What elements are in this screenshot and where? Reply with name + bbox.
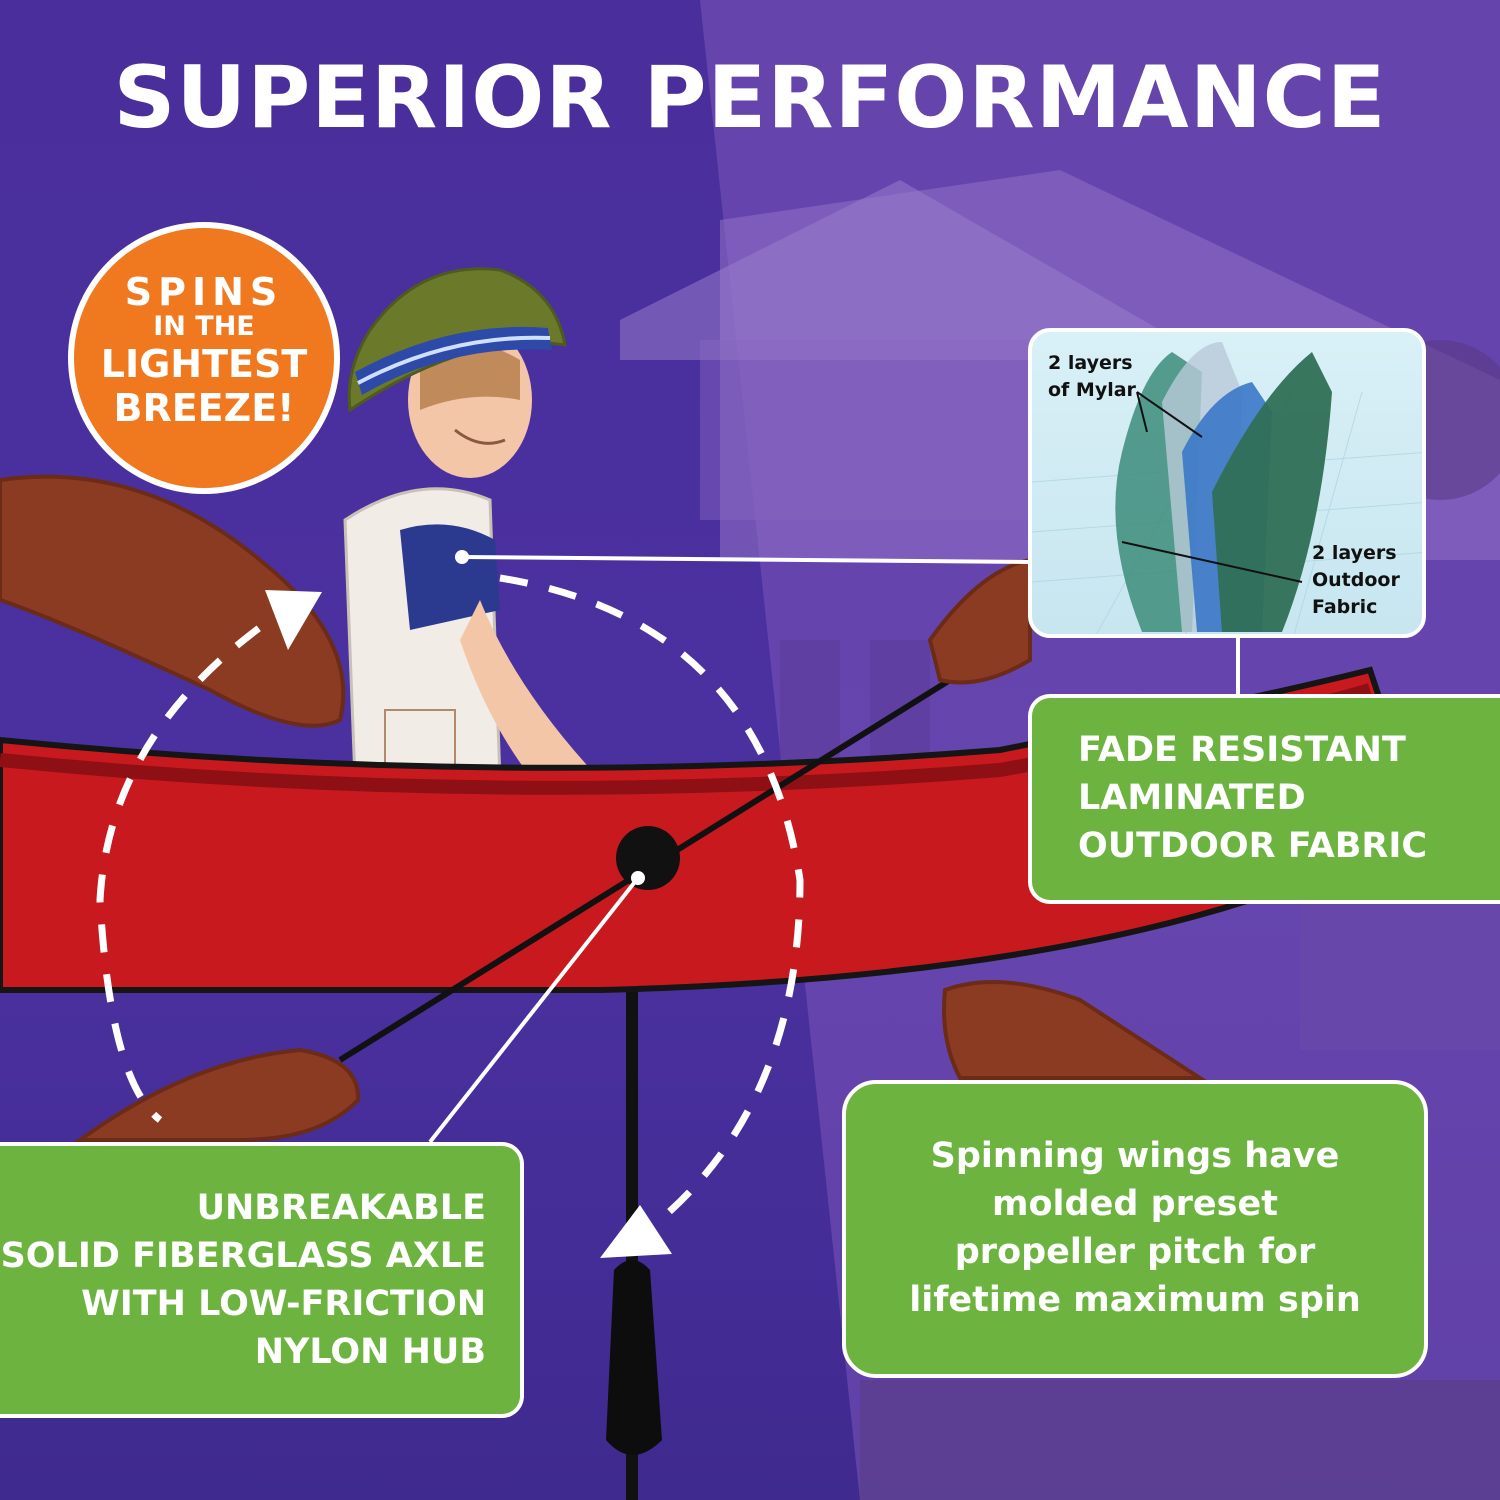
badge-line-1: SPINS [124,270,284,314]
outdoor-fabric-label: 2 layers Outdoor Fabric [1312,540,1400,621]
mylar-label-line-2: of Mylar [1048,379,1136,401]
fiberglass-axle-callout: UNBREAKABLE SOLID FIBERGLASS AXLE WITH L… [0,1142,524,1418]
page-title: SUPERIOR PERFORMANCE [113,48,1387,148]
fabric-label-line-1: 2 layers [1312,542,1397,564]
mylar-label-line-1: 2 layers [1048,352,1133,374]
fabric-label-line-3: Fabric [1312,596,1378,618]
spinning-wings-callout: Spinning wings have molded preset propel… [842,1080,1428,1378]
wings-line-1: Spinning wings have [930,1136,1340,1176]
layer-diagram-inset: 2 layers of Mylar 2 layers Outdoor Fabri… [1028,328,1426,638]
axle-line-3: WITH LOW-FRICTION [81,1284,486,1324]
badge-line-4: BREEZE! [113,386,295,430]
arrow-up-icon [265,590,322,650]
mylar-label: 2 layers of Mylar [1048,350,1136,404]
fabric-label-line-2: Outdoor [1312,569,1400,591]
fade-line-2: LAMINATED [1078,778,1306,818]
fade-line-3: OUTDOOR FABRIC [1078,826,1428,866]
badge-line-3: LIGHTEST [100,342,308,386]
wings-line-2: molded preset [992,1184,1278,1224]
axle-line-4: NYLON HUB [254,1332,486,1372]
axle-line-1: UNBREAKABLE [196,1188,486,1228]
wing-layers-diagram [1032,342,1422,634]
fade-resistant-callout: FADE RESISTANT LAMINATED OUTDOOR FABRIC [1028,694,1500,904]
badge-line-2: IN THE [153,311,255,342]
spins-badge: SPINS IN THE LIGHTEST BREEZE! [68,222,340,494]
fade-line-1: FADE RESISTANT [1078,730,1406,770]
arrow-down-icon [600,1205,672,1258]
axle-line-2: SOLID FIBERGLASS AXLE [0,1236,486,1276]
wings-line-3: propeller pitch for [954,1232,1316,1272]
wings-line-4: lifetime maximum spin [909,1280,1361,1320]
